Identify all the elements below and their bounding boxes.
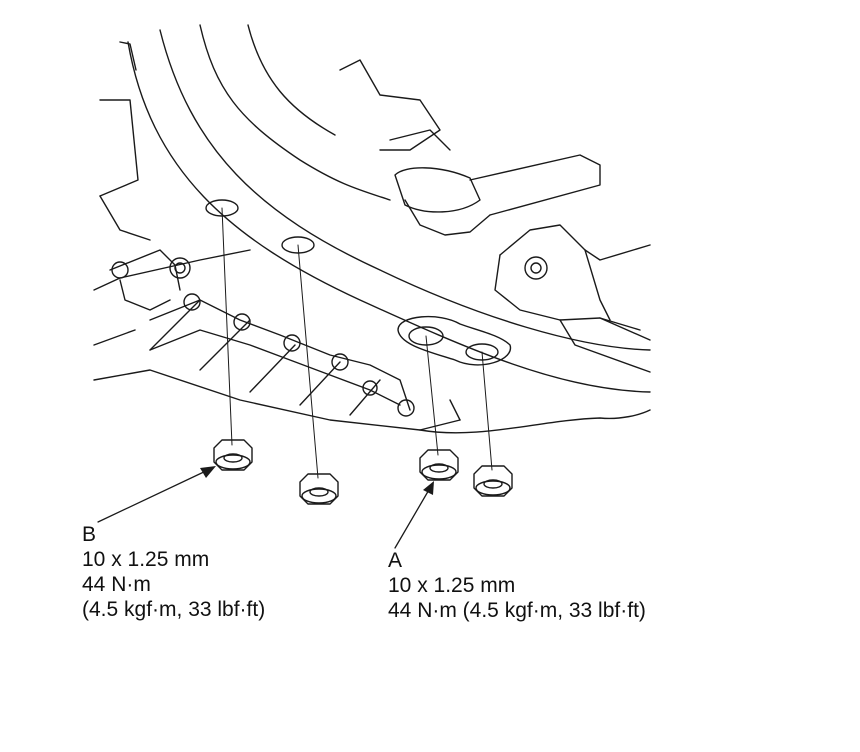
flange-nut-a-1 bbox=[419, 449, 459, 481]
heat-shield-ribs bbox=[109, 249, 415, 417]
leader-arrow-a bbox=[394, 481, 434, 549]
callout-b-torque: 44 N·m bbox=[82, 573, 151, 596]
callout-b-torque-alt: (4.5 kgf·m, 33 lbf·ft) bbox=[82, 598, 266, 621]
callout-a-torque: 44 N·m (4.5 kgf·m, 33 lbf·ft) bbox=[388, 599, 646, 622]
callout-b: B 10 x 1.25 mm 44 N·m (4.5 kgf·m, 33 lbf… bbox=[82, 522, 265, 622]
leader-arrow-b bbox=[97, 466, 216, 523]
mounting-holes bbox=[205, 199, 511, 366]
subframe bbox=[93, 24, 651, 434]
flange-nut-b-2 bbox=[299, 473, 339, 505]
hole-b-2 bbox=[281, 236, 315, 254]
callout-a: A 10 x 1.25 mm 44 N·m (4.5 kgf·m, 33 lbf… bbox=[388, 548, 646, 623]
hole-a-1 bbox=[408, 326, 444, 346]
callout-b-size: 10 x 1.25 mm bbox=[82, 548, 210, 571]
flange-nut-a-2 bbox=[473, 465, 513, 497]
alignment-lines bbox=[221, 207, 493, 479]
hole-a-2 bbox=[465, 343, 499, 361]
flange-nut-b-1 bbox=[213, 439, 253, 471]
callout-a-letter: A bbox=[388, 549, 403, 572]
suspension-arm bbox=[339, 59, 651, 373]
callout-a-size: 10 x 1.25 mm bbox=[388, 574, 516, 597]
callout-b-letter: B bbox=[82, 523, 97, 546]
